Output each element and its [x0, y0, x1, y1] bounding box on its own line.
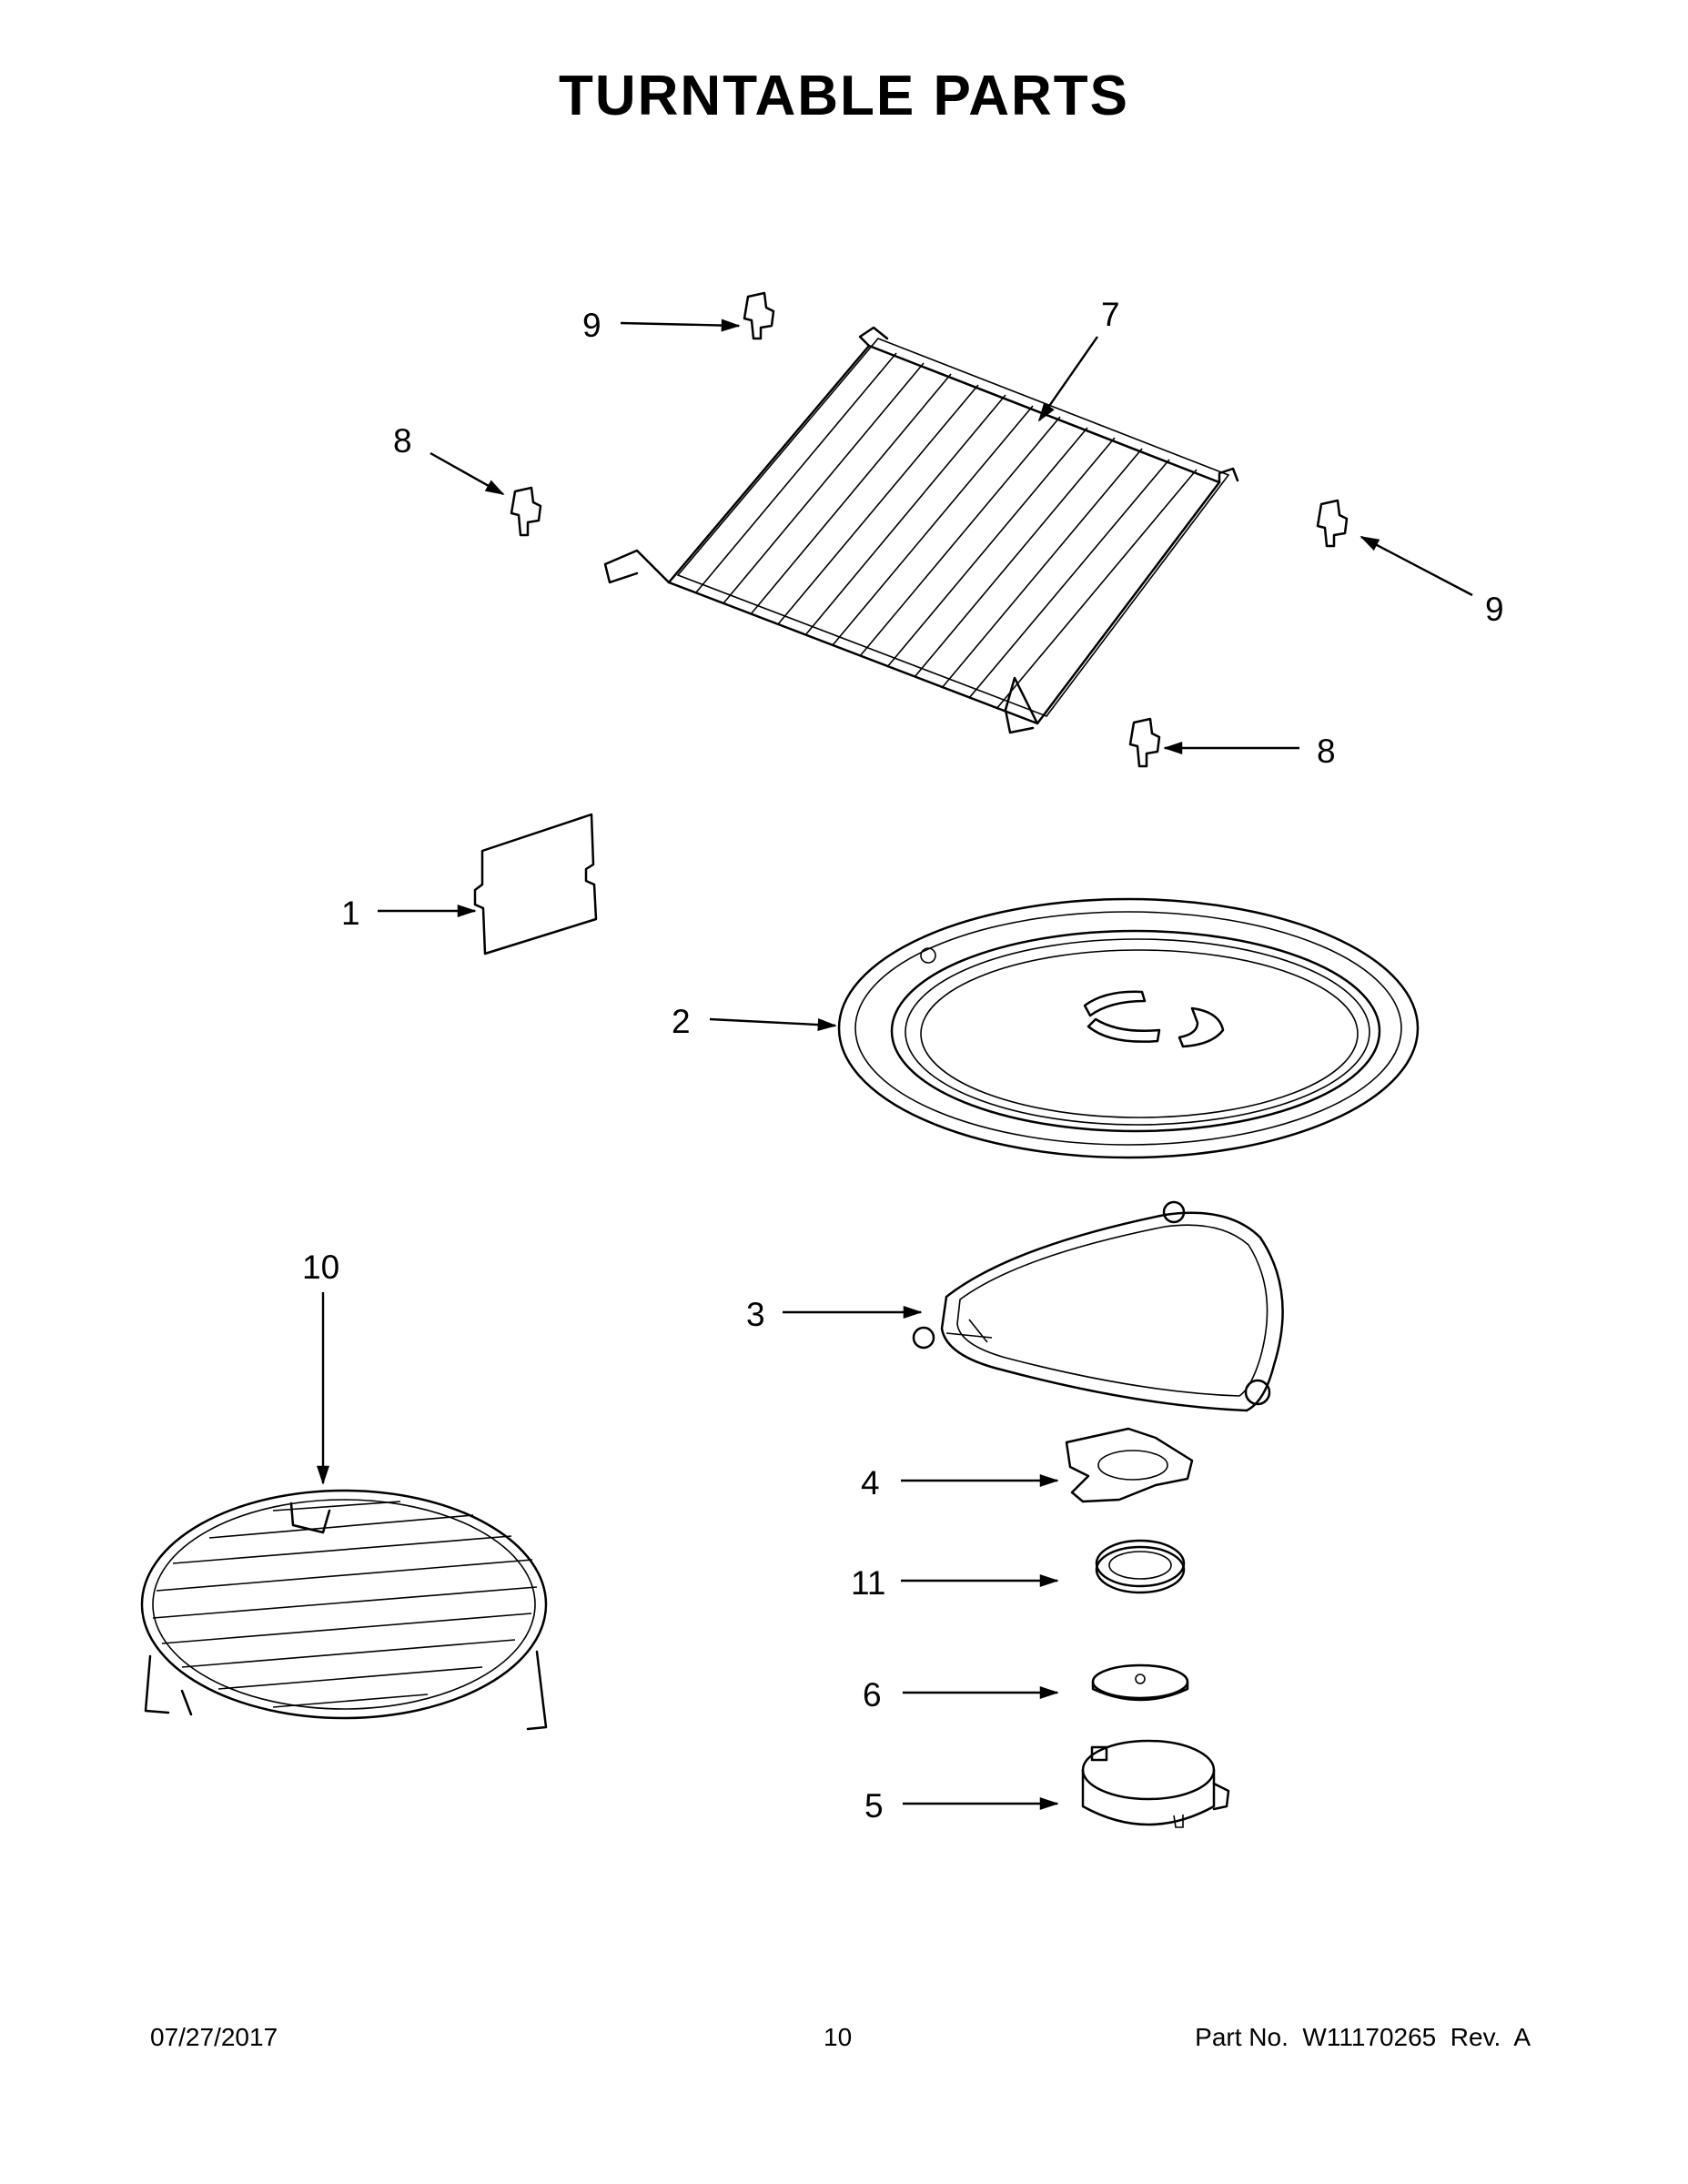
clip-part-8-bottom: [1128, 717, 1161, 768]
leader-lines: [317, 318, 1473, 1810]
clip-part-9-right: [1316, 499, 1349, 548]
cover-part-1: [473, 813, 598, 956]
coupler-part-4: [1065, 1427, 1194, 1503]
callout-4: 4: [861, 1464, 880, 1502]
callout-5: 5: [864, 1787, 884, 1825]
callout-9-top: 9: [582, 307, 601, 344]
turntable-tray-part-2: [837, 897, 1420, 1159]
callout-9-right: 9: [1485, 591, 1504, 628]
grill-rack-part-10: [140, 1489, 548, 1731]
callout-8-bottom: 8: [1317, 733, 1336, 770]
footer-part-number: Part No. W11170265 Rev. A: [1195, 2023, 1531, 2051]
callout-6: 6: [863, 1676, 882, 1714]
roller-ring-part-3: [912, 1200, 1284, 1412]
callout-11: 11: [851, 1564, 885, 1602]
callout-10: 10: [302, 1249, 339, 1286]
clip-part-9-top: [743, 291, 775, 340]
callout-3: 3: [746, 1296, 765, 1333]
footer-page-number: 10: [824, 2023, 853, 2051]
clip-part-8-left: [510, 486, 542, 537]
footer-date: 07/27/2017: [150, 2023, 278, 2051]
wire-rack-part-7: [603, 326, 1239, 734]
callout-8-left: 8: [393, 422, 412, 460]
disc-part-6: [1091, 1663, 1189, 1702]
seal-ring-part-11: [1095, 1539, 1186, 1594]
motor-part-5: [1081, 1739, 1230, 1828]
callout-1: 1: [341, 895, 360, 932]
page-title: TURNTABLE PARTS: [559, 65, 1129, 127]
callout-2: 2: [672, 1003, 691, 1040]
callout-labels: 9 7 8 9 8 1 2 10 3 4 11 6 5: [302, 296, 1504, 1825]
callout-7: 7: [1101, 296, 1120, 333]
